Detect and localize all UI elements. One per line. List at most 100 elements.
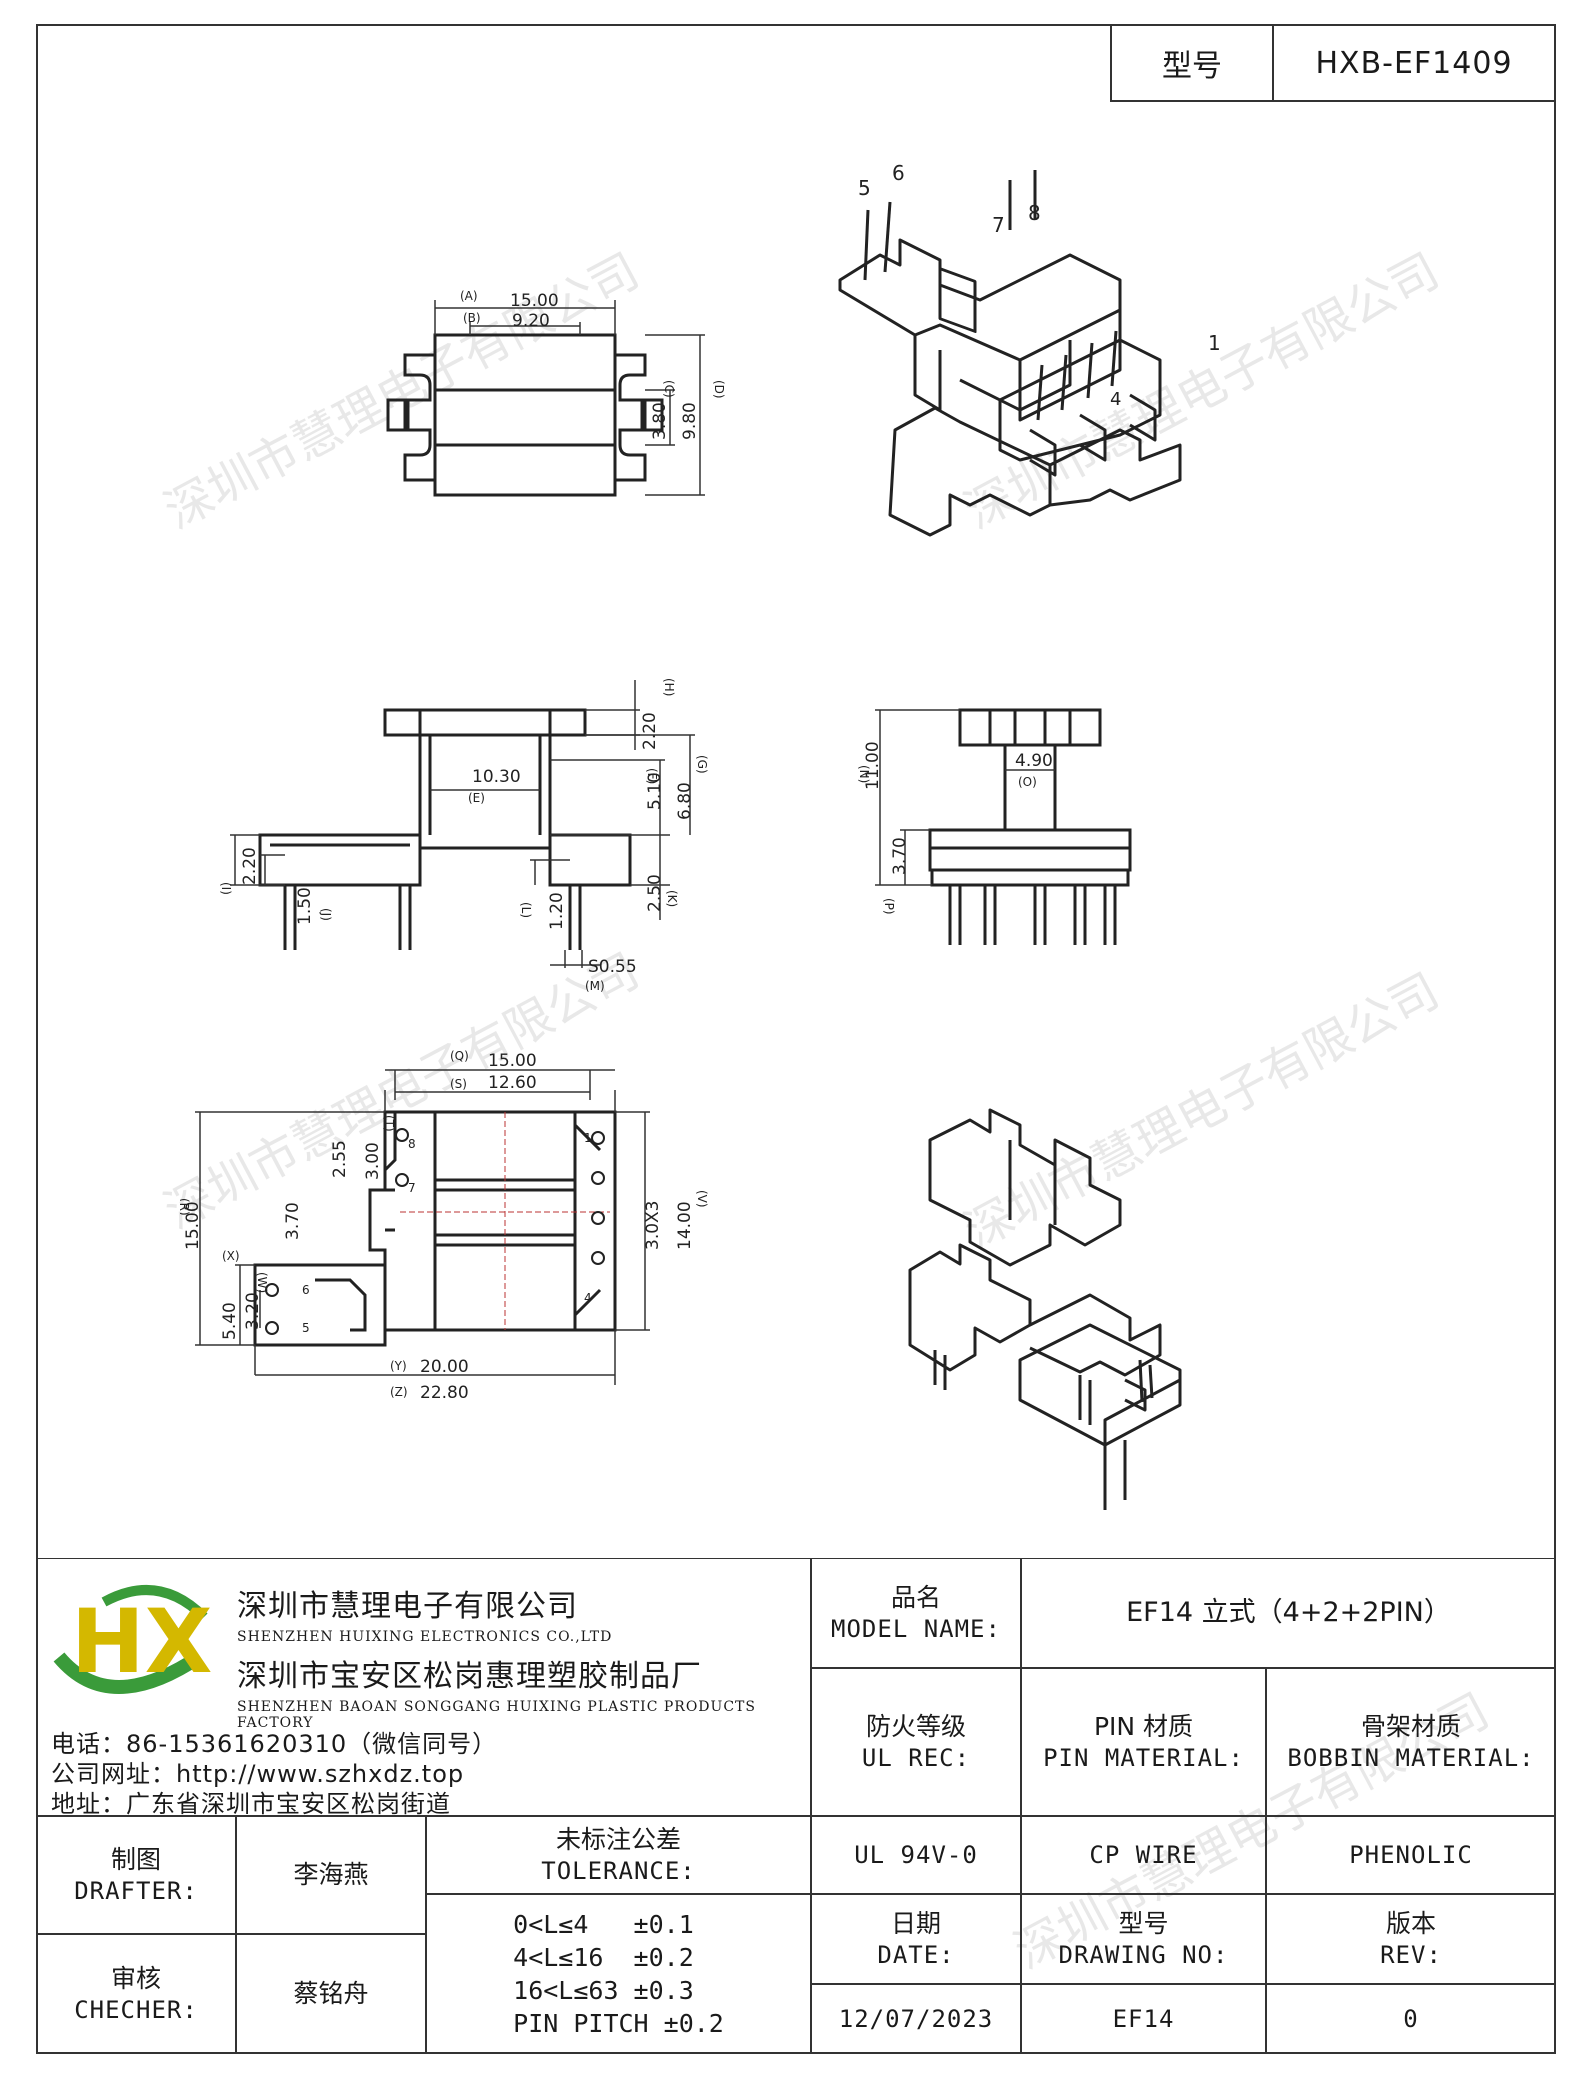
drafter-label-en: DRAFTER: (74, 1876, 198, 1905)
dim-j-label: (J) (319, 908, 333, 921)
dim-s-value: 12.60 (488, 1073, 537, 1093)
logo-text: HX (71, 1590, 213, 1693)
pin-material-label-en: PIN MATERIAL: (1043, 1743, 1244, 1772)
date-value: 12/07/2023 (838, 2005, 994, 2033)
checker-value: 蔡铭舟 (293, 1979, 369, 2009)
tolerance-line: 4<L≤16 ±0.2 (513, 1943, 694, 1972)
dim-t-value: 3.00 (363, 1142, 383, 1180)
dim-r-label: (R) (180, 1198, 191, 1216)
model-name-label-cn: 品名 (890, 1583, 941, 1613)
dim-c-value: 3.80 (650, 402, 670, 440)
ul-label-cell: 防火等级 UL REC: (811, 1668, 1021, 1816)
dim-o-value: 4.90 (1015, 751, 1053, 771)
drafter-value: 李海燕 (293, 1860, 369, 1890)
dim-j-value: 1.50 (295, 887, 315, 925)
date-label-cn: 日期 (890, 1909, 941, 1939)
drawing-no-label-en: DRAWING NO: (1058, 1940, 1229, 1969)
dim-e-value: 10.30 (472, 767, 521, 787)
bottom-pin-8: 8 (408, 1137, 416, 1151)
tolerance-label-cell: 未标注公差 TOLERANCE: (426, 1816, 811, 1894)
dim-x-value: 5.40 (220, 1302, 240, 1340)
dim-k-label: (K) (665, 890, 679, 907)
company-name-en: SHENZHEN HUIXING ELECTRONICS CO.,LTD (237, 1629, 613, 1645)
side-view-drawing: 11.00 (N) 4.90 (O) 3.70 (P) (857, 708, 1132, 945)
company-info: HX 深圳市慧理电子有限公司 SHENZHEN HUIXING ELECTRON… (36, 1558, 811, 1818)
dim-l-label: (L) (519, 902, 533, 918)
factory-name-cn: 深圳市宝安区松岗惠理塑胶制品厂 (237, 1659, 702, 1694)
dim-v-value: 14.00 (675, 1201, 695, 1250)
bobbin-material-value: PHENOLIC (1349, 1841, 1473, 1869)
model-value: HXB-EF1409 (1315, 45, 1513, 81)
dim-q-value: 15.00 (488, 1051, 537, 1071)
dim-y-value: 20.00 (420, 1357, 469, 1377)
model-name-label-en: MODEL NAME: (831, 1614, 1001, 1643)
dim-h-label: (H) (662, 678, 676, 696)
bottom-pin-6: 6 (302, 1283, 310, 1297)
drafter-value-cell: 李海燕 (236, 1816, 426, 1934)
dim-pitch-value: 3.0X3 (643, 1201, 663, 1251)
drawing-no-label-cell: 型号 DRAWING NO: (1021, 1894, 1266, 1984)
dim-w-label: (W) (255, 1272, 269, 1293)
dim-t2-value: 2.55 (330, 1140, 350, 1178)
bottom-pin-5: 5 (302, 1321, 310, 1335)
dim-n-label: (N) (857, 765, 871, 783)
model-name-value-cell: EF14 立式（4+2+2PIN） (1021, 1558, 1556, 1668)
bobbin-material-label-cell: 骨架材质 BOBBIN MATERIAL: (1266, 1668, 1556, 1816)
ul-label-cn: 防火等级 (865, 1712, 966, 1742)
company-phone: 电话：86-15361620310（微信同号） (51, 1730, 498, 1758)
dim-w-value: 3.20 (243, 1292, 263, 1330)
iso-pin-7: 7 (992, 213, 1005, 237)
ul-value-cell: UL 94V-0 (811, 1816, 1021, 1894)
bottom-pin-1: 1 (584, 1131, 592, 1145)
dim-l-value: 1.20 (547, 892, 567, 930)
dim-x-label: (X) (222, 1249, 240, 1263)
iso-pin-5: 5 (858, 176, 871, 200)
dim-c-label: (C) (662, 380, 676, 398)
pin-material-label-cell: PIN 材质 PIN MATERIAL: (1021, 1668, 1266, 1816)
dim-u-value: 3.70 (283, 1202, 303, 1240)
dim-d-value: 9.80 (680, 402, 700, 440)
bottom-pin-7: 7 (408, 1181, 416, 1195)
dim-z-value: 22.80 (420, 1383, 469, 1403)
isometric-view-bottom (908, 1108, 1182, 1510)
rev-value: 0 (1403, 2005, 1419, 2033)
bobbin-material-label-cn: 骨架材质 (1360, 1712, 1461, 1742)
isometric-view-top: 5 6 7 8 1 4 (838, 161, 1221, 537)
dim-e-label: (E) (468, 791, 485, 805)
company-logo: HX (53, 1585, 213, 1694)
top-view-drawing: (A) 15.00 (B) 9.20 3.80 (C) 9.80 (D) (386, 289, 726, 497)
checker-label-cell: 审核 CHECHER: (36, 1934, 236, 2054)
tolerance-line: 0<L≤4 ±0.1 (513, 1910, 694, 1939)
title-block: HX 深圳市慧理电子有限公司 SHENZHEN HUIXING ELECTRON… (36, 1558, 1556, 2054)
date-label-en: DATE: (877, 1940, 955, 1969)
bobbin-material-value-cell: PHENOLIC (1266, 1816, 1556, 1894)
dim-f-value: 5.10 (645, 772, 665, 810)
dim-p-label: (P) (882, 898, 896, 915)
checker-label-en: CHECHER: (74, 1995, 198, 2024)
dim-a-value: 15.00 (510, 291, 559, 311)
checker-value-cell: 蔡铭舟 (236, 1934, 426, 2054)
tolerance-line: PIN PITCH ±0.2 (513, 2009, 724, 2038)
factory-name-en: SHENZHEN BAOAN SONGGANG HUIXING PLASTIC … (237, 1699, 756, 1731)
pin-material-value: CP WIRE (1089, 1841, 1198, 1869)
model-name-label-cell: 品名 MODEL NAME: (811, 1558, 1021, 1668)
dim-i-label: (I) (219, 882, 233, 895)
front-view-drawing: 2.20 (H) 5.10 (F) 6.80 (G) 10.30 (E) 2.5… (219, 678, 709, 993)
dim-v-label: (V) (695, 1190, 709, 1208)
tolerance-label-cn: 未标注公差 (555, 1825, 681, 1855)
checker-label-cn: 审核 (110, 1964, 161, 1994)
rev-label-en: REV: (1380, 1940, 1442, 1969)
date-label-cell: 日期 DATE: (811, 1894, 1021, 1984)
dim-m-label: (M) (585, 979, 605, 993)
rev-value-cell: 0 (1266, 1984, 1556, 2054)
company-website: 公司网址：http://www.szhxdz.top (51, 1760, 465, 1788)
dim-k-value: 2.50 (645, 874, 665, 912)
dim-d-label: (D) (712, 380, 726, 399)
dim-m-value: S0.55 (588, 957, 637, 977)
dim-o-label: (O) (1018, 775, 1037, 789)
drafter-label-cn: 制图 (110, 1845, 161, 1875)
dim-a-label: (A) (460, 289, 478, 303)
ul-value: UL 94V-0 (854, 1841, 978, 1869)
drawing-no-value-cell: EF14 (1021, 1984, 1266, 2054)
model-label: 型号 (1112, 26, 1274, 100)
